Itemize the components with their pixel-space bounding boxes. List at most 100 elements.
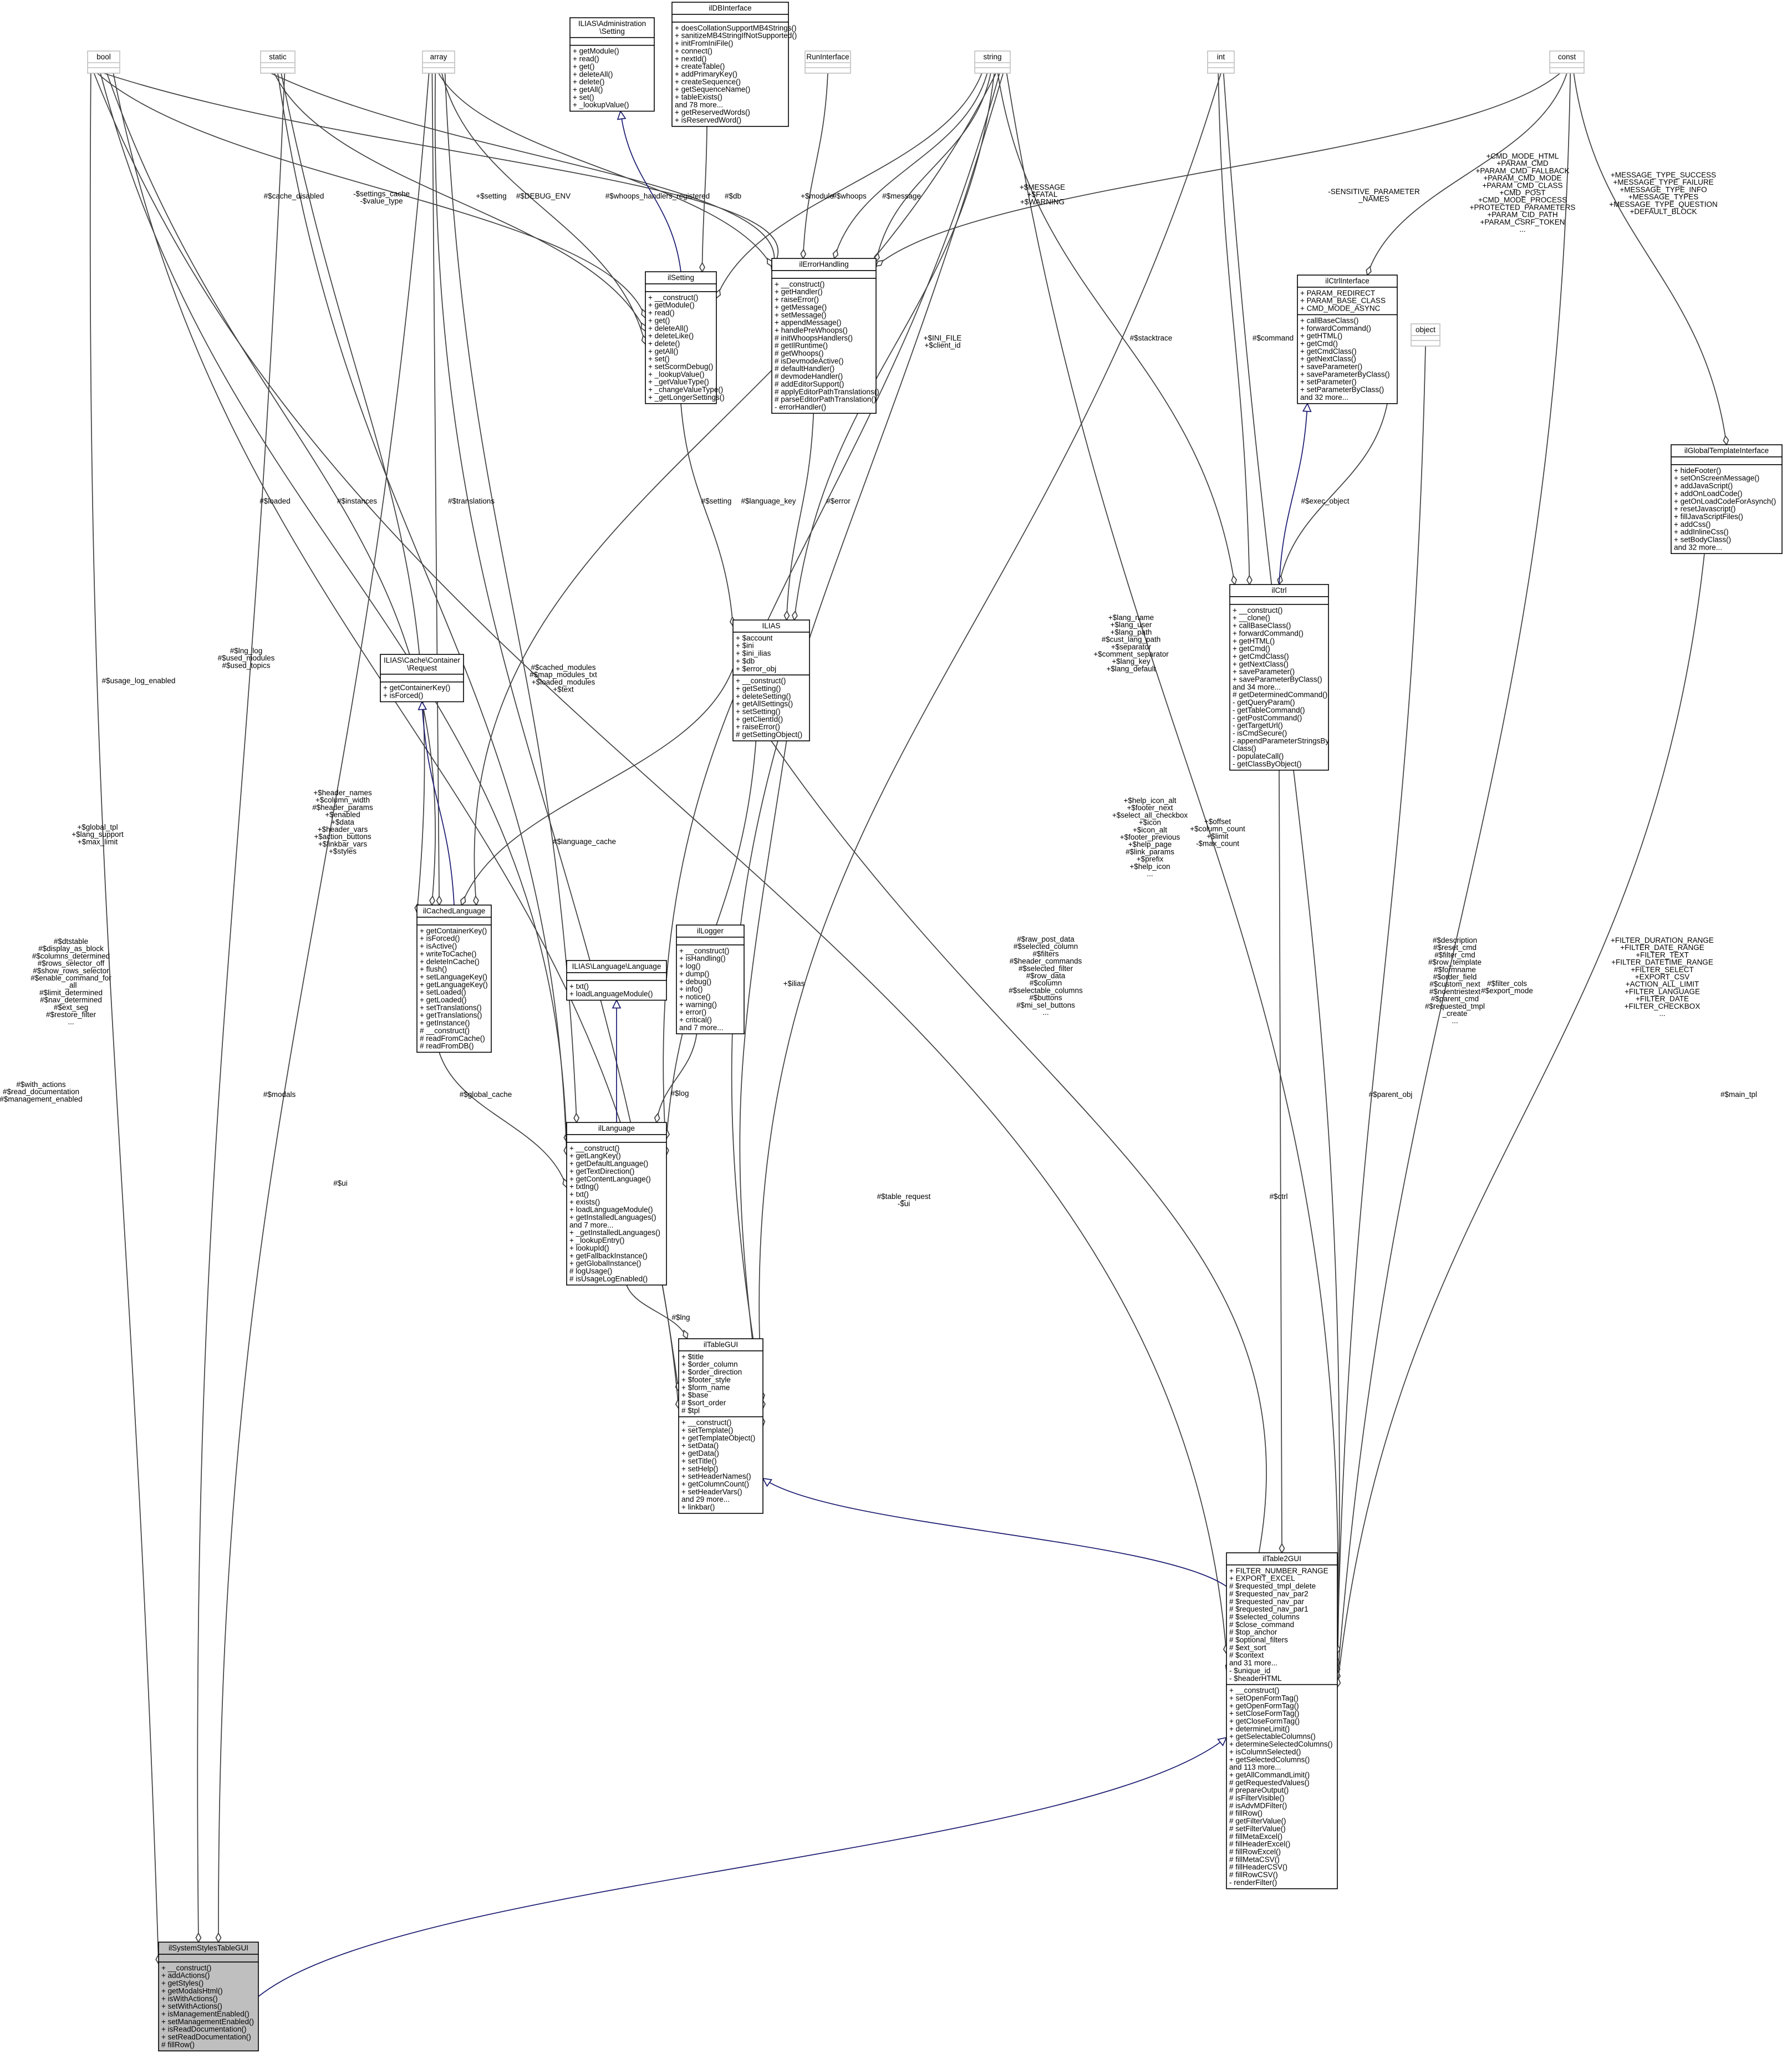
class-object: object [1411, 323, 1440, 347]
class-method: # fillRow() [1229, 1809, 1262, 1817]
class-method: + isForced() [420, 934, 460, 943]
class-ilctrl: ilCtrl+ __construct()+ __clone()+ callBa… [1229, 584, 1329, 771]
class-method: + setTemplate() [681, 1426, 733, 1435]
class-method: + getSelectedColumns() [1229, 1755, 1310, 1764]
edge-label-line: #$map_modules_txt [530, 670, 597, 679]
edge-label-line: #$stacktrace [1130, 334, 1173, 342]
class-method: + doesCollationSupportMB4Strings() [675, 24, 797, 32]
edge-label-line: +$action_buttons [314, 832, 371, 841]
class-ilsystemstylestablegui: ilSystemStylesTableGUI+ __construct()+ a… [158, 1942, 259, 2051]
class-member: + $ini_ilias [736, 649, 771, 658]
class-method: + sanitizeMB4StringIfNotSupported() [675, 32, 797, 40]
edge-label-line: +$comment_separator [1093, 650, 1169, 658]
class-method: + getAll() [648, 347, 678, 355]
class-method: and 7 more... [679, 1023, 724, 1032]
class-method: + createSequence() [675, 78, 741, 86]
class-method: + _lookupValue() [648, 370, 704, 378]
association-edge [274, 73, 646, 332]
class-method: + getAllCommandLimit() [1229, 1771, 1310, 1779]
association-edge [875, 73, 1561, 267]
class-method: + getHTML() [1233, 637, 1275, 645]
class-method: + deleteLike() [648, 332, 694, 340]
class-method: + _getLongerSettings() [648, 393, 725, 402]
class-title: ilSetting [668, 273, 694, 282]
edge-label-line: #$cache_disabled [264, 192, 324, 200]
edge-label-line: _all [64, 981, 77, 989]
class-title: ILIAS\Administration [578, 19, 646, 28]
edge-label-line: #$db [725, 192, 741, 200]
class-method: # isAdvMDFilter() [1229, 1801, 1287, 1810]
class-member: # $requested_nav_par2 [1229, 1589, 1309, 1598]
edge-label-line: #$filter_cmd [1434, 951, 1475, 959]
class-method: - getPostCommand() [1233, 714, 1302, 722]
edge-label-line: +FILTER_CHECKBOX [1625, 1002, 1701, 1010]
class-illogger: ilLogger+ __construct()+ isHandling()+ l… [676, 924, 745, 1034]
composition-diamond [875, 260, 884, 267]
edge-label: +$INI_FILE+$client_id [924, 334, 962, 349]
class-member: # $context [1229, 1651, 1264, 1659]
class-member: + $form_name [681, 1383, 730, 1391]
inheritance-arrowhead [617, 110, 627, 120]
composition-diamond [1279, 1543, 1285, 1554]
edge-label-line: +$setting [476, 192, 506, 200]
edge-label-line: +MESSAGE_TYPE_SUCCESS [1611, 171, 1716, 179]
class-method: + addOnLoadCode() [1674, 489, 1742, 497]
composition-diamond [473, 895, 479, 906]
class-method: + getNextClass() [1300, 355, 1356, 363]
class-title: ilSystemStylesTableGUI [169, 1944, 248, 1952]
class-method: + __construct() [1229, 1686, 1279, 1695]
edge-label-line: #$selected_column [1014, 942, 1078, 951]
association-edge [100, 73, 567, 1142]
edge-label-line: +$prefix [1137, 855, 1164, 863]
edge-label-line: #$setting [701, 497, 732, 505]
class-illanguage: ilLanguage+ __construct()+ getLangKey()+… [566, 1122, 667, 1285]
class-method: + setBodyClass() [1674, 536, 1731, 544]
class-title: ilErrorHandling [799, 260, 848, 268]
class-method: and 113 more... [1229, 1763, 1281, 1771]
class-method: # fillRow() [161, 2040, 195, 2049]
edge-label-line: #$table_request [877, 1192, 931, 1201]
class-method: # applyEditorPathTranslations() [775, 388, 879, 396]
association-edge [218, 73, 430, 1943]
edge-label-line: #$selected_filter [1019, 964, 1073, 973]
class-method: + addCss() [1674, 520, 1710, 529]
class-method: + __construct() [775, 280, 824, 288]
edge-label-line: #$command [1253, 334, 1294, 342]
class-member: + EXPORT_EXCEL [1229, 1574, 1295, 1583]
class-method: # fillRowCSV() [1229, 1871, 1278, 1879]
composition-diamond [215, 1932, 222, 1943]
class-method: + setReadDocumentation() [161, 2033, 251, 2041]
edge-label-line: -$max_count [1196, 840, 1239, 848]
class-method: + setSetting() [736, 708, 781, 716]
edge-label-line: #$display_as_block [38, 944, 104, 953]
class-member: # $requested_nav_par1 [1229, 1605, 1309, 1613]
edge-label-line: +FILTER_LANGUAGE [1625, 987, 1700, 995]
edge-label-line: +$linkbar_vars [318, 840, 367, 848]
class-method: + forwardCommand() [1300, 324, 1371, 332]
edge-label-line: #$mi_sel_buttons [1016, 1001, 1075, 1009]
class-method: + getModule() [648, 301, 695, 309]
edge-label-line: +CMD_MODE_HTML [1486, 152, 1559, 160]
edge-label-line: ... [1519, 225, 1525, 233]
edge-label-line: #$cached_modules [531, 663, 595, 672]
edge-label-line: #$nav_determined [40, 996, 102, 1004]
class-method: + setLanguageKey() [420, 973, 487, 981]
class-iltable2gui: ilTable2GUI+ FILTER_NUMBER_RANGE+ EXPORT… [1226, 1552, 1338, 1889]
class-method: # logUsage() [569, 1267, 612, 1275]
edge-label-line: #$used_modules [218, 654, 275, 662]
edge-label-line: +$select_all_checkbox [1112, 811, 1188, 819]
class-method: + getCmd() [1233, 644, 1270, 653]
edge-label-line: #$filter_cols [1487, 979, 1527, 988]
edge-label: #$lng_log#$used_modules#$used_topics [218, 647, 275, 669]
edge-label-line: #$usage_log_enabled [102, 677, 176, 685]
inheritance-edge [620, 111, 681, 272]
class-method: + isWithActions() [161, 1994, 218, 2003]
class-method: + getColumnCount() [681, 1480, 749, 1488]
class-method: + getClientId() [736, 715, 783, 723]
edge-label: #$whoops_handlers_registered [605, 192, 710, 200]
composition-diamond [699, 262, 705, 273]
edge-label-line: #$whoops_handlers_registered [605, 192, 710, 200]
edge-label: #$loaded [259, 497, 291, 505]
edge-label-line: -$value_type [360, 197, 403, 205]
edge-label: +$module [801, 192, 834, 200]
